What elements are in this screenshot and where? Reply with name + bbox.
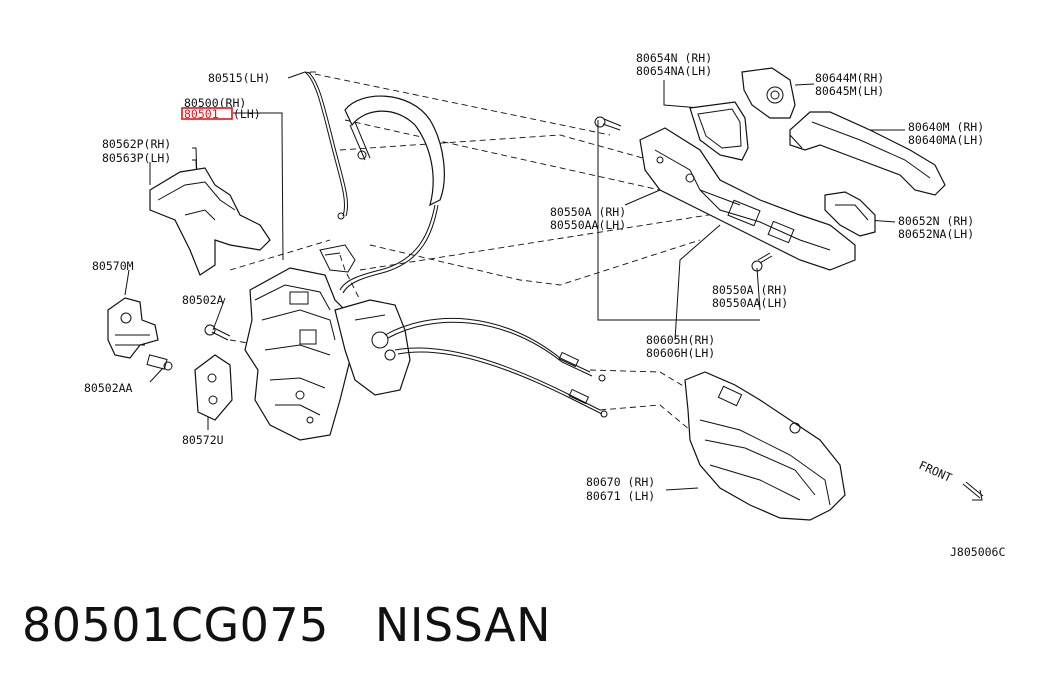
label-80572U: 80572U [182,433,224,447]
part-labels: 80515(LH) 80500(RH) 80501 (LH) 80562P(RH… [84,51,1005,559]
label-80501-side: (LH) [233,107,261,121]
handle-bracket-80605H [639,127,856,271]
label-80550A-bottom: 80550A (RH) [712,283,788,297]
inside-handle-80670 [684,371,846,521]
label-80563P: 80563P(LH) [102,151,171,165]
label-80640MA: 80640MA(LH) [908,133,984,147]
caption: 80501CG075 NISSAN [22,598,597,652]
escutcheon-80644M [741,67,796,119]
label-80640M: 80640M (RH) [908,120,984,134]
label-80654NA: 80654NA(LH) [636,64,712,78]
cover-80562P [149,167,271,276]
label-80652NA: 80652NA(LH) [898,227,974,241]
part-number: 80501CG075 [22,598,329,652]
label-80502AA: 80502AA [84,381,133,395]
label-80670: 80670 (RH) [586,475,655,489]
label-80644M: 80644M(RH) [815,71,884,85]
label-80562P: 80562P(RH) [102,137,171,151]
label-80550A-top: 80550A (RH) [550,205,626,219]
brand-name: NISSAN [374,598,552,652]
highlight-box [181,107,233,120]
screw-80502A [204,324,231,341]
handle-cables [384,317,608,418]
outside-handle-80640M [789,111,946,196]
gasket-80654N [689,101,749,161]
label-80654N: 80654N (RH) [636,51,712,65]
striker-80570M [107,297,173,371]
front-arrow [962,481,984,501]
label-80671: 80671 (LH) [586,489,655,503]
cap-80652N [824,191,876,237]
label-80550AA-bottom: 80550AA(LH) [712,296,788,310]
label-80652N: 80652N (RH) [898,214,974,228]
label-80502A: 80502A [182,293,224,307]
label-80550AA-top: 80550AA(LH) [550,218,626,232]
label-80500: 80500(RH) [184,96,246,110]
shim-80572U [194,354,233,421]
screw-80550A-bottom [751,252,773,272]
screw-80550A-top [594,116,622,131]
rod-80515 [304,71,349,220]
door-lock-actuator [244,244,356,441]
actuator-bracket [334,299,411,396]
label-80501-highlighted: 80501 [184,107,219,121]
diagram-code: J805006C [950,545,1005,559]
label-80606H: 80606H(LH) [646,346,715,360]
label-80645M: 80645M(LH) [815,84,884,98]
label-80515: 80515(LH) [208,71,270,85]
label-80570M: 80570M [92,259,134,273]
dashed-guides [229,71,741,431]
rod-arc [339,95,445,294]
label-front: FRONT [917,458,954,485]
label-80605H: 80605H(RH) [646,333,715,347]
